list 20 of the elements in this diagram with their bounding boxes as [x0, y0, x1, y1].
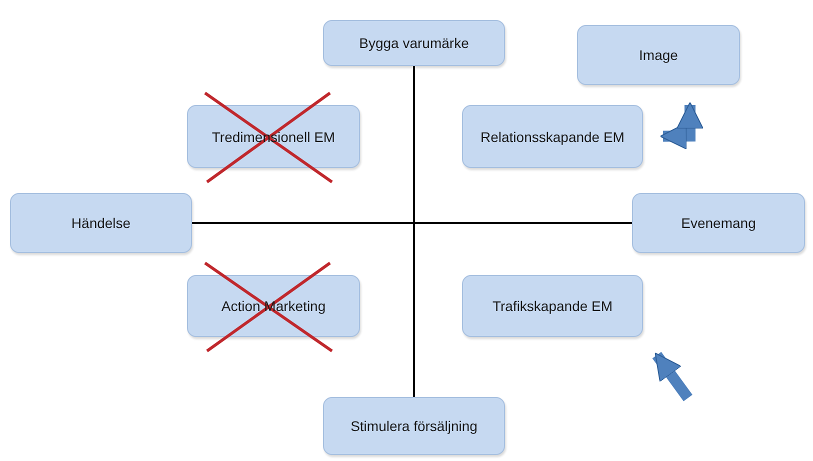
- block-arrow: [652, 352, 692, 402]
- block-arrow: [660, 102, 704, 150]
- axis-line: [413, 66, 415, 397]
- process-box: [632, 193, 805, 253]
- process-box: [323, 397, 505, 455]
- process-box: [323, 20, 505, 66]
- box-label: Bygga varumärke: [359, 35, 469, 51]
- box-label: Evenemang: [681, 215, 756, 231]
- axis-line: [192, 222, 632, 224]
- box-label: Händelse: [71, 215, 131, 231]
- process-box: [462, 105, 643, 168]
- box-label: Image: [639, 47, 678, 63]
- box-label: Relationsskapande EM: [480, 128, 624, 144]
- process-box: [10, 193, 192, 253]
- process-box: [187, 275, 360, 337]
- process-box: [462, 275, 643, 337]
- process-box: [577, 25, 740, 85]
- box-label: Stimulera försäljning: [350, 418, 478, 434]
- process-box: [187, 105, 360, 168]
- box-label: Trafikskapande EM: [492, 298, 613, 314]
